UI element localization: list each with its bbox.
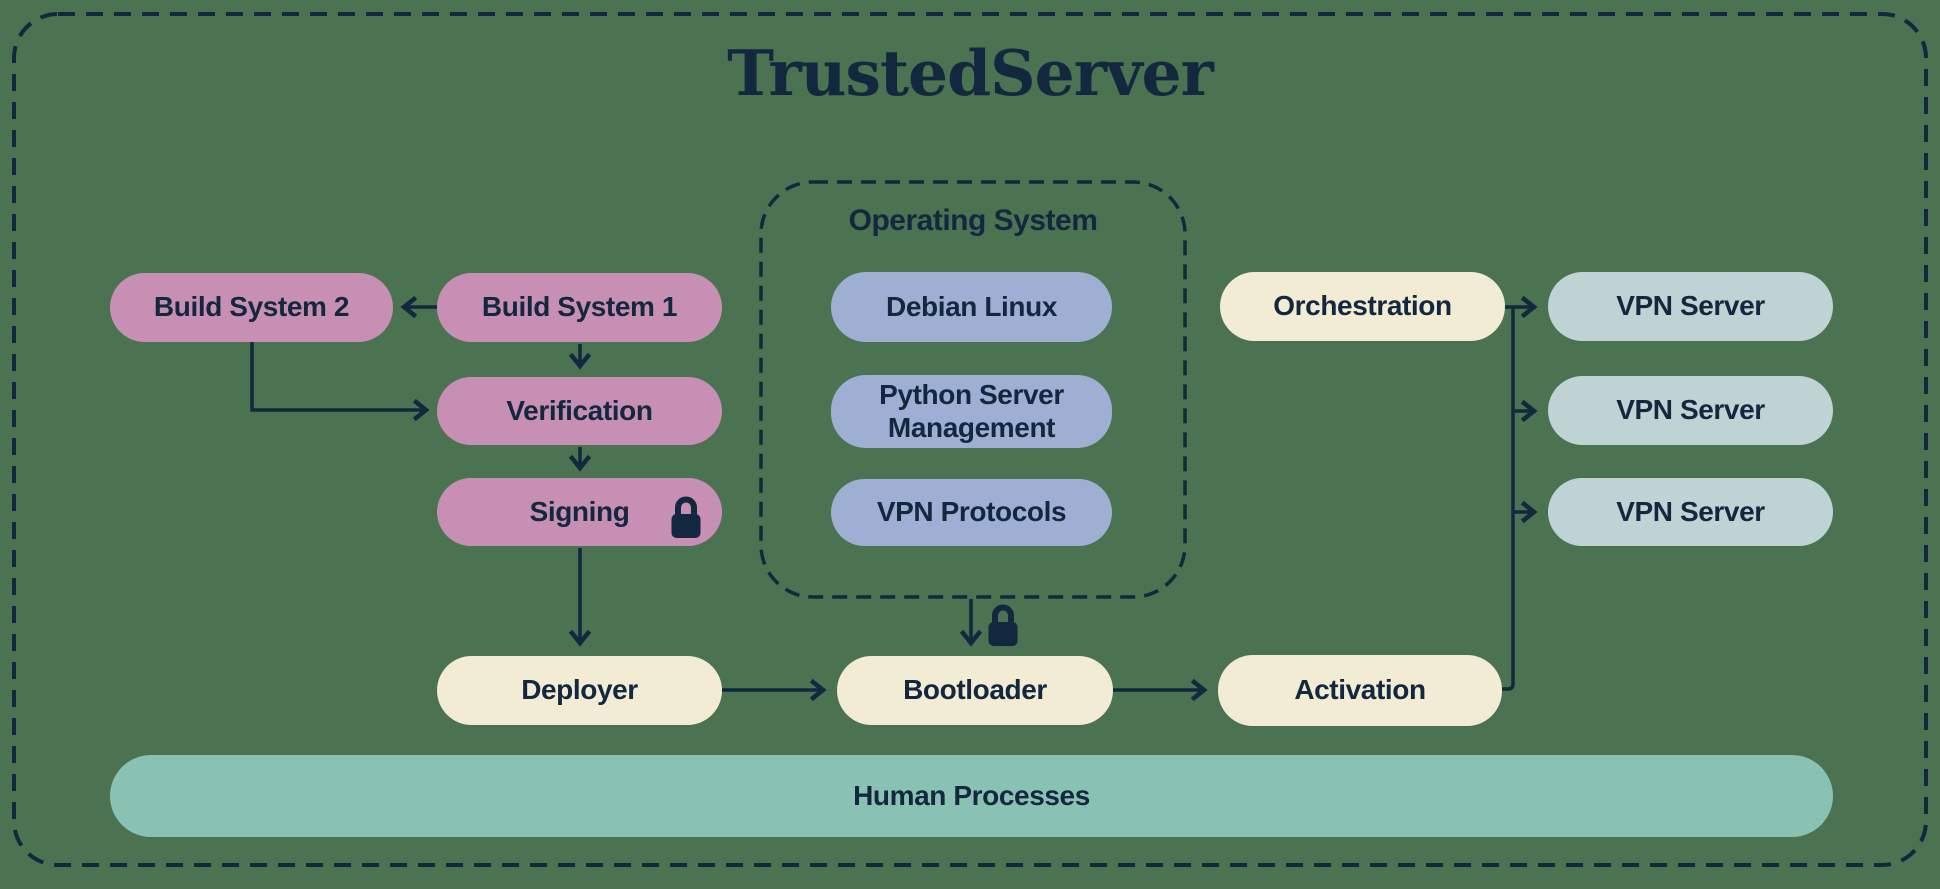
node-vpn-server-1: VPN Server bbox=[1548, 272, 1833, 341]
node-label: Verification bbox=[506, 394, 653, 426]
node-label: Python Server Management bbox=[879, 379, 1064, 443]
node-debian-linux: Debian Linux bbox=[831, 272, 1112, 342]
bar-label: Human Processes bbox=[853, 780, 1090, 811]
node-vpn-server-3: VPN Server bbox=[1548, 478, 1833, 546]
node-build-system-2: Build System 2 bbox=[110, 273, 393, 342]
node-orchestration: Orchestration bbox=[1220, 272, 1505, 341]
operating-system-group-label: Operating System bbox=[848, 204, 1098, 237]
node-label: VPN Server bbox=[1616, 495, 1765, 527]
node-label: Build System 1 bbox=[481, 291, 678, 323]
node-vpn-server-2: VPN Server bbox=[1548, 376, 1833, 445]
node-verification: Verification bbox=[437, 377, 722, 445]
outer-dashed-border bbox=[12, 12, 1928, 867]
arrow-build2-to-verification bbox=[250, 342, 430, 422]
node-vpn-protocols: VPN Protocols bbox=[831, 479, 1112, 546]
node-label: VPN Server bbox=[1616, 290, 1765, 322]
node-label: VPN Server bbox=[1616, 394, 1765, 426]
node-bootloader: Bootloader bbox=[837, 656, 1113, 725]
node-build-system-1: Build System 1 bbox=[437, 273, 722, 342]
lock-icon bbox=[671, 496, 701, 538]
lock-icon bbox=[988, 604, 1018, 646]
node-activation: Activation bbox=[1218, 655, 1502, 726]
node-label: Activation bbox=[1294, 674, 1426, 706]
node-label: VPN Protocols bbox=[876, 496, 1067, 528]
operating-system-group-border bbox=[759, 180, 1187, 599]
node-python-server-management: Python Server Management bbox=[831, 375, 1112, 448]
node-label: Deployer bbox=[521, 674, 638, 706]
node-label: Build System 2 bbox=[153, 291, 350, 323]
node-label: Bootloader bbox=[903, 674, 1047, 706]
node-label: Orchestration bbox=[1273, 290, 1452, 322]
human-processes-bar: Human Processes bbox=[110, 755, 1833, 837]
node-label: Debian Linux bbox=[886, 290, 1057, 322]
line-activation-trunk bbox=[1502, 307, 1515, 691]
node-deployer: Deployer bbox=[437, 656, 722, 725]
node-label: Signing bbox=[529, 495, 630, 527]
page-title: TrustedServer bbox=[727, 36, 1214, 110]
